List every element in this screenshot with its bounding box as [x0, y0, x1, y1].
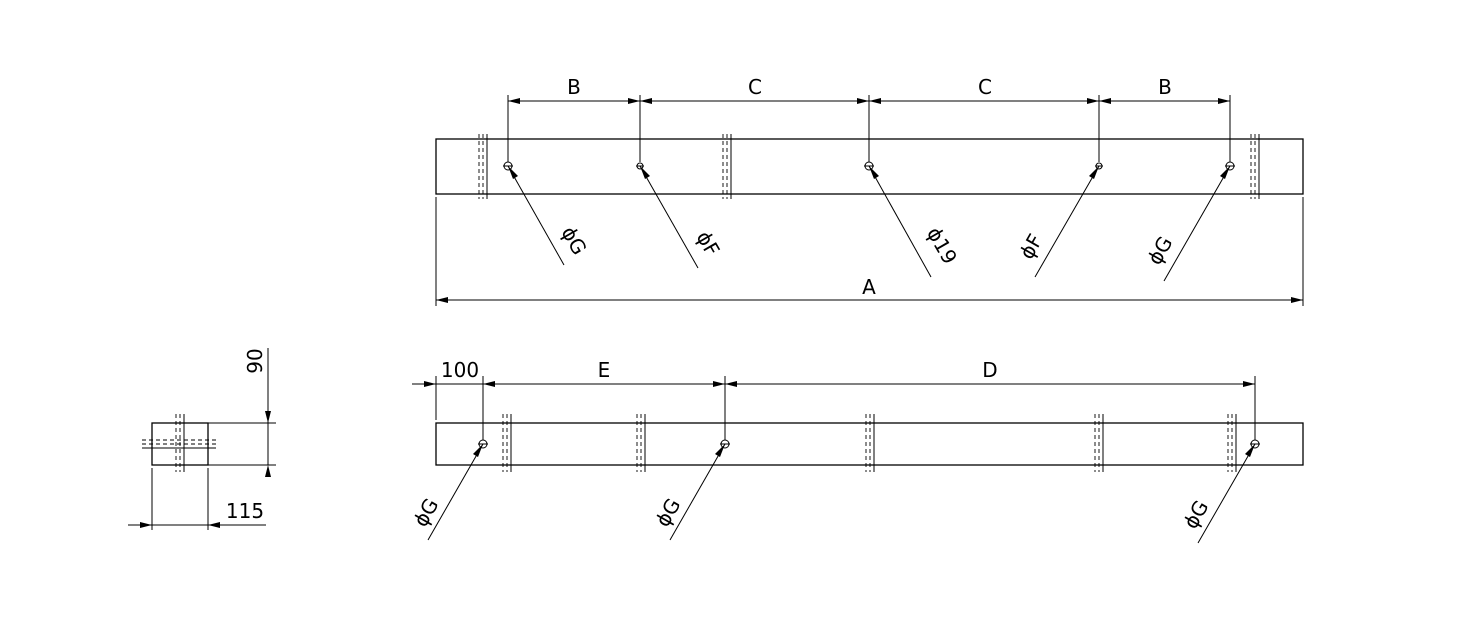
- dim-115: 115: [226, 499, 264, 523]
- top-leaders: [507, 165, 1231, 282]
- side-holes: [478, 439, 1260, 449]
- dim-e: E: [598, 358, 611, 382]
- dim-100: 100: [441, 358, 479, 382]
- top-dimension-line: [508, 98, 1230, 104]
- end-view: 90 115: [128, 348, 276, 530]
- hole-label-3: ϕ19: [922, 223, 962, 268]
- top-extension-lines: [435, 95, 1304, 306]
- side-hidden-bolts: [502, 414, 1237, 472]
- hole-label-4: ϕF: [1014, 230, 1047, 263]
- hole-label-2: ϕF: [691, 227, 724, 260]
- dim-90-line: [265, 348, 271, 477]
- side-extension-lines: [435, 376, 1256, 440]
- side-leaders: [427, 443, 1256, 544]
- side-beam-outline: [435, 422, 1304, 466]
- hole-label-5: ϕG: [1142, 232, 1177, 269]
- dim-a: A: [862, 275, 876, 299]
- top-hidden-bolts: [478, 134, 1260, 199]
- dim-b-right: B: [1158, 75, 1172, 99]
- dim-d: D: [982, 358, 997, 382]
- dim-90: 90: [243, 348, 267, 373]
- side-view: 100 E D ϕG ϕG ϕG: [408, 358, 1304, 544]
- side-hole-label-3: ϕG: [1178, 496, 1213, 533]
- dim-c-left: C: [748, 75, 762, 99]
- dim-c-right: C: [978, 75, 992, 99]
- side-hole-label-1: ϕG: [408, 494, 443, 531]
- top-view: B C C B A ϕG ϕF ϕ19 ϕF ϕG: [435, 75, 1304, 306]
- dim-b-left: B: [567, 75, 581, 99]
- dim-a-line: [436, 297, 1303, 303]
- dim-115-line: [128, 522, 266, 528]
- side-dimension-line: [412, 381, 1255, 387]
- hole-label-1: ϕG: [556, 222, 591, 259]
- end-extension-lines: [151, 422, 276, 530]
- end-hidden-bolts: [142, 414, 216, 472]
- side-hole-label-2: ϕG: [650, 494, 685, 531]
